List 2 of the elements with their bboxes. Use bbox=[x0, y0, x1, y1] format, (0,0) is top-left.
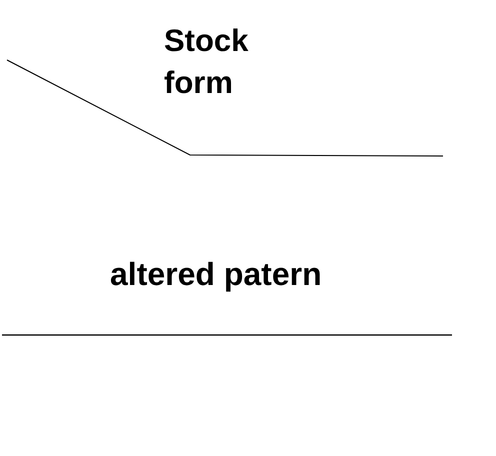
text-label: altered patern bbox=[110, 255, 323, 294]
text-label: Stock form bbox=[164, 22, 250, 102]
